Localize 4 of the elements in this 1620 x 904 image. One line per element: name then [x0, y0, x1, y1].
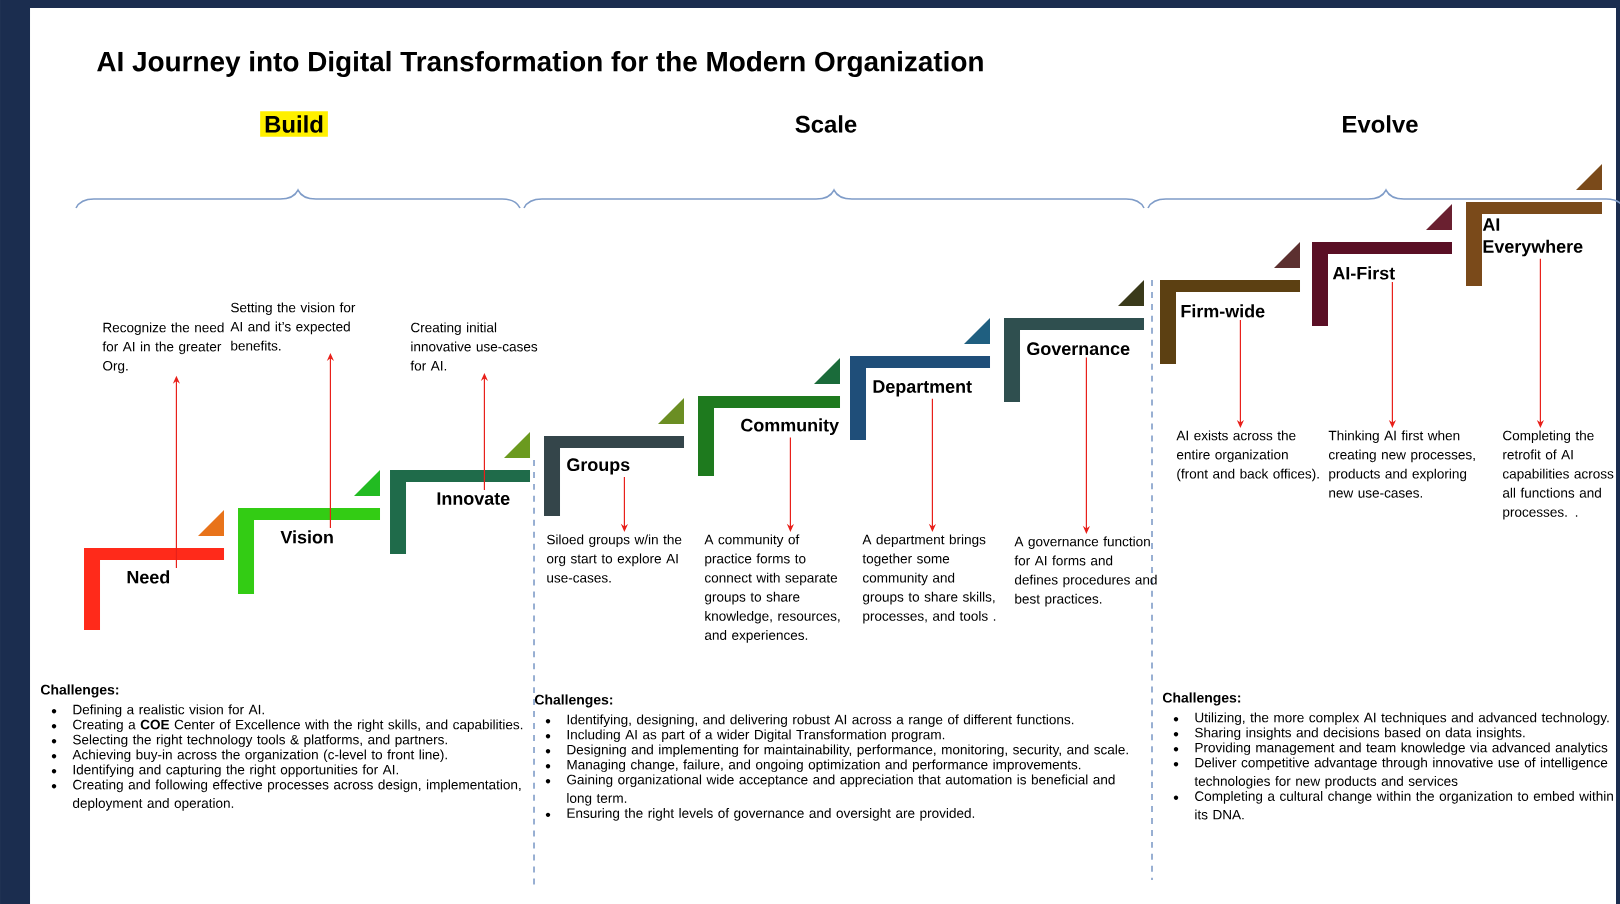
phase-heading: Scale	[795, 115, 857, 133]
phase-heading: Evolve	[1343, 115, 1418, 133]
phase-heading: Build	[260, 111, 328, 137]
title: AI Journey into Digital Transformation for the Modern Organization	[97, 50, 983, 78]
